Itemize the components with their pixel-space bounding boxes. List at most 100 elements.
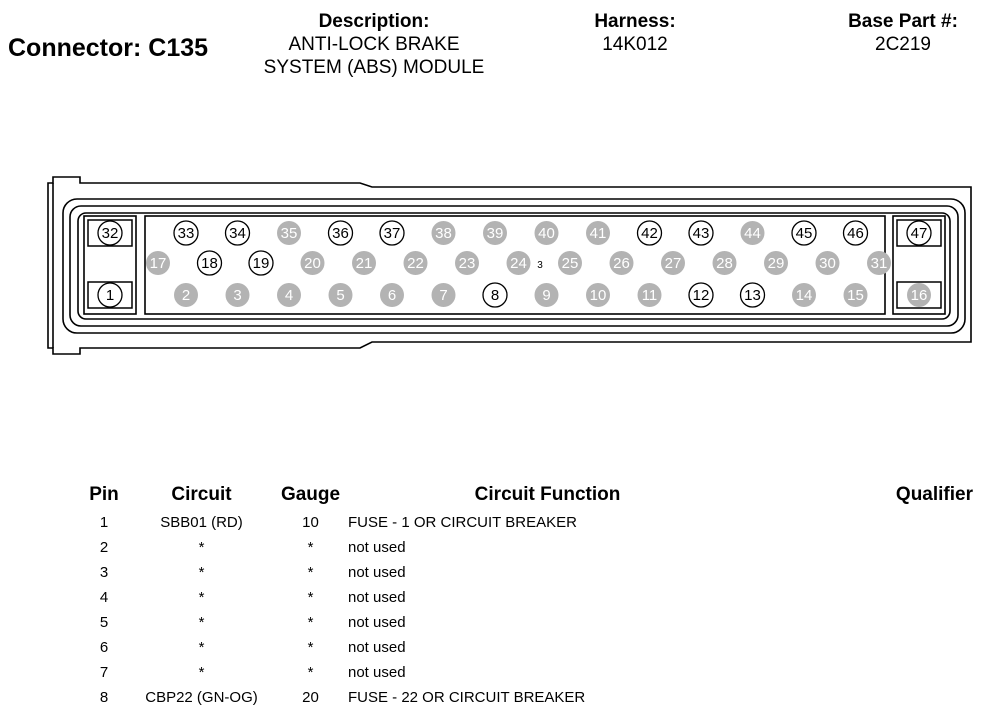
pin-39: 39 bbox=[483, 221, 507, 245]
pin-frame-1 bbox=[87, 281, 133, 309]
row-function: not used bbox=[348, 589, 406, 606]
svg-text:32: 32 bbox=[102, 225, 119, 242]
svg-text:35: 35 bbox=[281, 225, 298, 242]
table-row: 6 * * not used bbox=[84, 635, 973, 660]
harness-label: Harness: bbox=[594, 11, 676, 32]
row-qualifier bbox=[753, 685, 973, 710]
pin-20: 20 bbox=[300, 251, 325, 275]
pin-31: 31 bbox=[867, 251, 891, 275]
row-circuit: * bbox=[198, 564, 205, 581]
table-row: 1 SBB01 (RD) 10 FUSE - 1 OR CIRCUIT BREA… bbox=[84, 510, 973, 535]
pin-17: 17 bbox=[146, 251, 170, 275]
row-circuit: * bbox=[198, 589, 205, 606]
svg-text:42: 42 bbox=[641, 225, 658, 242]
pin-frame-32 bbox=[87, 219, 133, 247]
svg-text:14: 14 bbox=[796, 287, 813, 304]
row-pin: 7 bbox=[99, 664, 109, 681]
row-pin: 6 bbox=[99, 639, 109, 656]
svg-text:29: 29 bbox=[768, 255, 785, 272]
pin-10: 10 bbox=[586, 283, 610, 307]
pin-27: 27 bbox=[661, 251, 685, 275]
table-row: 7 * * not used bbox=[84, 660, 973, 685]
svg-text:5: 5 bbox=[336, 287, 344, 304]
row-gauge: 10 bbox=[302, 514, 319, 531]
svg-text:31: 31 bbox=[871, 255, 888, 272]
header-gauge: Gauge bbox=[280, 484, 341, 505]
pin-22: 22 bbox=[403, 251, 428, 275]
svg-text:36: 36 bbox=[332, 225, 349, 242]
svg-text:21: 21 bbox=[356, 255, 373, 272]
pin-37: 37 bbox=[379, 220, 405, 246]
pin-30: 30 bbox=[815, 251, 840, 275]
svg-text:33: 33 bbox=[178, 225, 195, 242]
row-function: not used bbox=[348, 564, 406, 581]
row-pin: 3 bbox=[99, 564, 109, 581]
row-pin: 2 bbox=[99, 539, 109, 556]
pin-11: 11 bbox=[637, 283, 662, 307]
svg-text:26: 26 bbox=[613, 255, 630, 272]
pin-table-header: Pin Circuit Gauge Circuit Function Quali… bbox=[84, 484, 973, 510]
svg-text:37: 37 bbox=[384, 225, 401, 242]
svg-text:11: 11 bbox=[642, 287, 658, 304]
pin-1: 1 bbox=[97, 282, 123, 308]
pin-8: 8 bbox=[482, 282, 508, 308]
row-pin: 1 bbox=[99, 514, 109, 531]
header-pin: Pin bbox=[89, 484, 119, 505]
row-circuit: CBP22 (GN-OG) bbox=[145, 689, 258, 706]
pin-45: 45 bbox=[791, 220, 817, 246]
pin-25: 25 bbox=[558, 251, 582, 275]
svg-text:22: 22 bbox=[407, 255, 424, 272]
pin-43: 43 bbox=[688, 220, 714, 246]
pin-18: 18 bbox=[196, 250, 223, 276]
svg-text:19: 19 bbox=[253, 255, 270, 272]
description-label: Description: bbox=[318, 11, 430, 32]
svg-text:38: 38 bbox=[435, 225, 452, 242]
pin-40: 40 bbox=[534, 221, 559, 245]
row-pin: 5 bbox=[99, 614, 109, 631]
row-gauge: * bbox=[307, 614, 314, 631]
table-row: 3 * * not used bbox=[84, 560, 973, 585]
header-function: Circuit Function bbox=[474, 484, 621, 505]
pin-38: 38 bbox=[431, 221, 456, 245]
pin-29: 29 bbox=[764, 251, 788, 275]
pin-42: 42 bbox=[636, 220, 663, 246]
pin-15: 15 bbox=[843, 283, 868, 307]
svg-text:12: 12 bbox=[693, 287, 710, 304]
svg-text:30: 30 bbox=[819, 255, 836, 272]
pin-21: 21 bbox=[352, 251, 376, 275]
svg-text:24: 24 bbox=[510, 255, 527, 272]
pin-33: 33 bbox=[173, 220, 199, 246]
row-qualifier bbox=[753, 635, 973, 660]
pin-44: 44 bbox=[740, 221, 765, 245]
svg-text:13: 13 bbox=[744, 287, 761, 304]
svg-text:45: 45 bbox=[796, 225, 813, 242]
table-row: 8 CBP22 (GN-OG) 20 FUSE - 22 OR CIRCUIT … bbox=[84, 685, 973, 710]
description-line-1: ANTI-LOCK BRAKE bbox=[288, 34, 460, 55]
svg-text:18: 18 bbox=[201, 255, 218, 272]
row-function: not used bbox=[348, 639, 406, 656]
svg-text:17: 17 bbox=[150, 255, 167, 272]
svg-text:34: 34 bbox=[229, 225, 246, 242]
svg-text:28: 28 bbox=[716, 255, 733, 272]
row-qualifier bbox=[753, 660, 973, 685]
svg-text:46: 46 bbox=[847, 225, 864, 242]
row-function: not used bbox=[348, 539, 406, 556]
row-circuit: * bbox=[198, 539, 205, 556]
svg-text:1: 1 bbox=[106, 287, 114, 304]
row-qualifier bbox=[753, 610, 973, 635]
row-gauge: * bbox=[307, 639, 314, 656]
pin-6: 6 bbox=[380, 283, 404, 307]
connector-housing bbox=[47, 176, 972, 355]
svg-text:23: 23 bbox=[459, 255, 476, 272]
pin-frame-47 bbox=[896, 219, 942, 247]
row-function: not used bbox=[348, 664, 406, 681]
svg-text:27: 27 bbox=[665, 255, 682, 272]
row-qualifier bbox=[753, 560, 973, 585]
pin-13: 13 bbox=[739, 282, 766, 308]
base-part-label: Base Part #: bbox=[848, 11, 958, 32]
svg-text:9: 9 bbox=[542, 287, 550, 304]
svg-text:7: 7 bbox=[439, 287, 447, 304]
svg-text:8: 8 bbox=[491, 287, 499, 304]
